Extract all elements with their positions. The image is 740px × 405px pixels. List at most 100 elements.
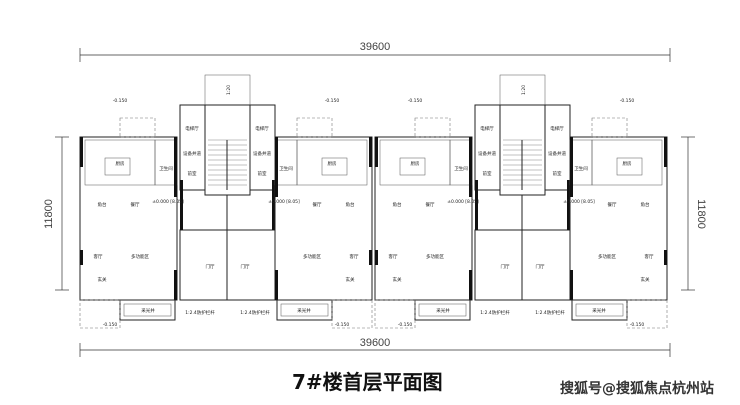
wall-segment (469, 270, 472, 300)
core-label-lobby: 门厅 (206, 263, 215, 270)
room-label-bath: 卫生间 (454, 165, 468, 172)
lightwell-inner (280, 303, 329, 317)
core-label-lift_lobby: 电梯厅 (255, 125, 269, 132)
railing-label: 1:2.4防护栏杆 (535, 309, 565, 316)
wall-segment (369, 137, 372, 167)
dwelling-unit (374, 117, 473, 329)
floor-level-label: ±0.000 [8.05] (268, 199, 300, 205)
room-label-elev_top: -0.150 (325, 98, 340, 104)
bathroom (569, 139, 593, 186)
room-label-multi: 多功能区 (426, 253, 444, 260)
kitchen-counter (321, 157, 348, 176)
height-dimension-right: 11800 (695, 199, 707, 229)
room-label-elev_top: -0.150 (408, 98, 423, 104)
room-label-lightwell: 采光井 (592, 307, 606, 314)
dimension-top: 39600 (79, 41, 671, 62)
core-label-lobby: 门厅 (241, 263, 250, 270)
core-label-front_room: 前室 (258, 170, 267, 177)
dwelling-unit (569, 117, 668, 329)
room-label-foyer: 玄关 (346, 276, 355, 283)
wall-segment (570, 270, 573, 300)
stair-core (474, 74, 571, 301)
dwelling-unit (79, 117, 178, 329)
core-label-lobby: 门厅 (501, 263, 510, 270)
core-label-lift_lobby: 电梯厅 (550, 125, 564, 132)
lift-lobby-right (249, 104, 276, 191)
room-label-foyer: 玄关 (98, 276, 107, 283)
room-label-elev_top: -0.150 (620, 98, 635, 104)
room-label-bath: 卫生间 (574, 165, 588, 172)
wall-segment (570, 137, 573, 197)
lightwell-inner (123, 303, 172, 317)
core-label-lift_lobby: 电梯厅 (480, 125, 494, 132)
front-yard (374, 299, 416, 329)
unit-outline (569, 136, 668, 301)
core-label-lobby: 门厅 (536, 263, 545, 270)
room-label-multi: 多功能区 (598, 253, 616, 260)
wall-segment (80, 250, 83, 265)
floor-level-label: ±0.000 [8.05] (447, 199, 479, 205)
lift-lobby-left (179, 104, 206, 191)
room-label-balcony: 角台 (98, 201, 107, 208)
walls (79, 74, 668, 329)
railing-label: 1:2.4防护栏杆 (240, 309, 270, 316)
room-label-elev_bottom: -0.150 (103, 322, 118, 328)
height-dimension-left: 11800 (43, 199, 55, 229)
wall-segment (475, 180, 478, 230)
room-label-multi: 多功能区 (131, 253, 149, 260)
core-label-shaft: 设备井道 (548, 150, 566, 157)
room-label-dining: 餐厅 (608, 201, 617, 208)
unit-outline (79, 136, 178, 301)
ramp-label: 1:20 (226, 85, 232, 95)
wall-segment (174, 137, 177, 197)
room-label-multi: 多功能区 (303, 253, 321, 260)
room-label-lightwell: 采光井 (141, 307, 155, 314)
room-label-living: 客厅 (645, 253, 654, 260)
kitchen-terrace (414, 117, 451, 138)
room-label-foyer: 玄关 (393, 276, 402, 283)
wall-segment (174, 270, 177, 300)
room-label-kitchen: 厨房 (623, 160, 632, 167)
bathroom (154, 139, 178, 186)
room-label-kitchen: 厨房 (411, 160, 420, 167)
wall-segment (664, 137, 667, 167)
room-label-lightwell: 采光井 (297, 307, 311, 314)
kitchen-terrace (296, 117, 333, 138)
kitchen-counter (104, 157, 131, 176)
ramp-label: 1:20 (521, 85, 527, 95)
kitchen-counter (616, 157, 643, 176)
dimension-right: 11800 (681, 136, 707, 291)
room-label-elev_bottom: -0.150 (630, 322, 645, 328)
room-label-kitchen: 厨房 (328, 160, 337, 167)
wall-segment (80, 137, 83, 167)
wall-segment (567, 180, 570, 230)
room-label-kitchen: 厨房 (116, 160, 125, 167)
width-dimension-bottom: 39600 (360, 337, 391, 349)
room-label-elev_bottom: -0.150 (335, 322, 350, 328)
room-label-foyer: 玄关 (641, 276, 650, 283)
room-label-bath: 卫生间 (279, 165, 293, 172)
lift-lobby-right (544, 104, 571, 191)
room-label-dining: 餐厅 (426, 201, 435, 208)
front-yard (626, 299, 668, 329)
room-label-living: 客厅 (350, 253, 359, 260)
wall-segment (272, 180, 275, 230)
wall-segment (469, 137, 472, 197)
core-label-shaft: 设备井道 (183, 150, 201, 157)
room-label-elev_bottom: -0.150 (398, 322, 413, 328)
lightwell-inner (575, 303, 624, 317)
room-label-living: 客厅 (94, 253, 103, 260)
room-label-balcony: 角台 (346, 201, 355, 208)
room-label-dining: 餐厅 (313, 201, 322, 208)
kitchen-terrace (591, 117, 628, 138)
width-dimension-top: 39600 (360, 41, 391, 53)
core-label-lift_lobby: 电梯厅 (185, 125, 199, 132)
wall-segment (180, 180, 183, 230)
wall-segment (275, 137, 278, 197)
room-label-living: 客厅 (389, 253, 398, 260)
wall-segment (275, 270, 278, 300)
floor-level-label: ±0.000 [8.05] (152, 199, 184, 205)
watermark: 搜狐号@搜狐焦点杭州站 (560, 381, 714, 397)
wall-segment (375, 250, 378, 265)
